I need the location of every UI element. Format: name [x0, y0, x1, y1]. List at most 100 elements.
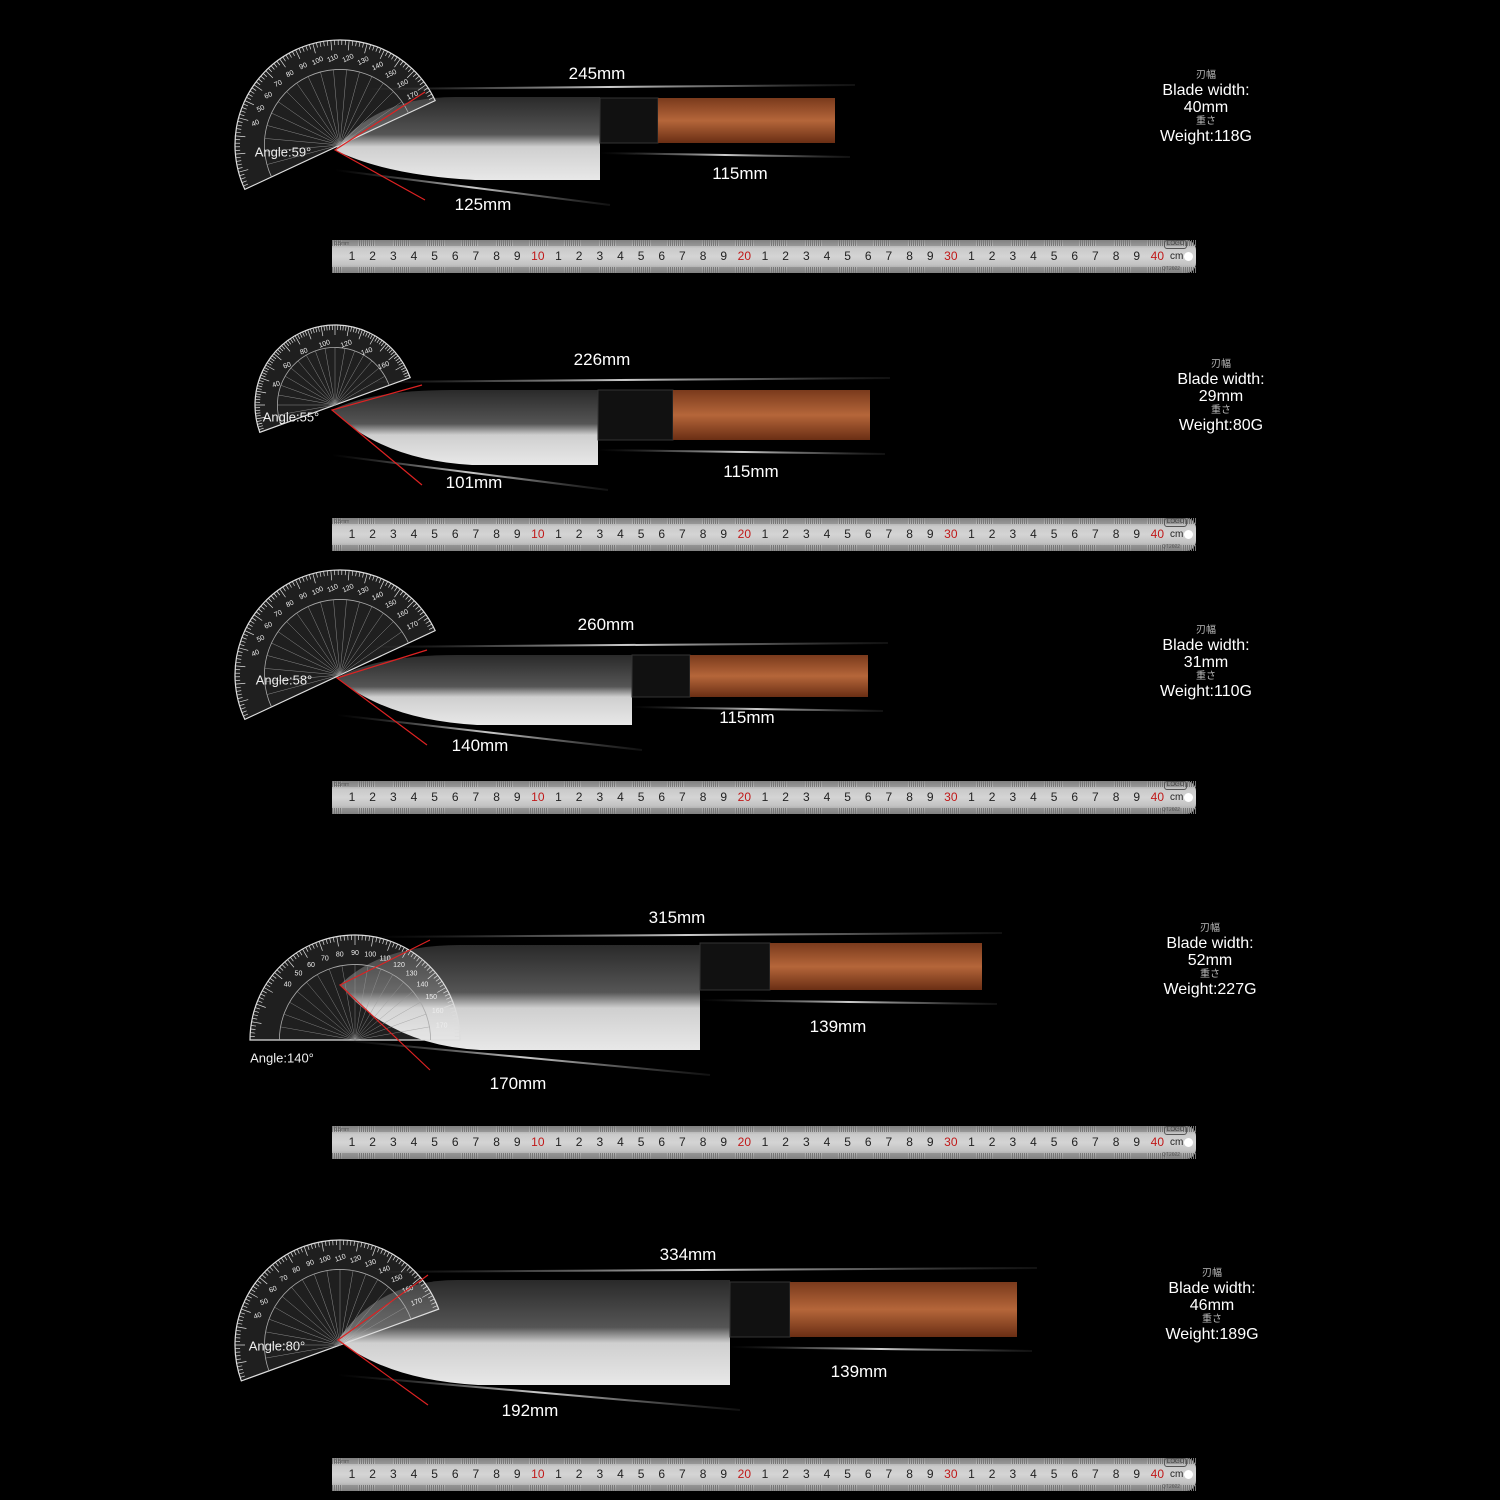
protractor-ray	[265, 1344, 341, 1359]
protractor-tick	[299, 332, 303, 338]
handle-length-label: 139mm	[830, 1362, 888, 1381]
protractor-tick	[305, 575, 308, 581]
protractor-tick	[258, 996, 264, 1000]
ruler-number: 6	[1071, 249, 1079, 263]
ruler-number: 6	[864, 790, 872, 804]
protractor-tick	[326, 570, 329, 576]
protractor-tick	[238, 1368, 244, 1371]
protractor-tick	[236, 693, 242, 696]
blade-length-line	[339, 1039, 711, 1076]
protractor-tick	[409, 1269, 414, 1274]
protractor-tick	[236, 690, 242, 692]
ruler-hole	[1184, 793, 1193, 802]
protractor-tick	[287, 1253, 293, 1263]
protractor-tick	[318, 326, 320, 332]
ruler-number: 5	[431, 790, 438, 804]
ruler-number: 9	[1133, 249, 1141, 263]
ruler-logo: LOGO	[1164, 781, 1188, 790]
ruler-number: 4	[617, 527, 624, 541]
protractor-tick	[312, 328, 315, 334]
protractor-tick	[318, 941, 323, 951]
ruler-number: 7	[885, 249, 893, 263]
ruler-number: 2	[369, 790, 376, 804]
ruler-ticks-bottom	[332, 267, 1196, 273]
ruler-number: 5	[1050, 1467, 1058, 1481]
protractor-tick	[355, 41, 357, 47]
protractor-tick	[265, 984, 271, 988]
ruler-number: 9	[720, 1135, 728, 1149]
protractor-tick	[273, 353, 282, 361]
protractor-tick	[264, 1271, 269, 1276]
ruler-number: 7	[472, 249, 480, 263]
protractor-tick	[368, 44, 372, 50]
protractor-tick	[307, 329, 312, 340]
ruler-number: 9	[720, 527, 728, 541]
protractor-tick	[275, 351, 280, 356]
ruler-number: 6	[658, 790, 666, 804]
protractor-tick	[335, 1240, 337, 1246]
protractor-tick	[261, 372, 267, 375]
protractor-tick	[235, 672, 241, 674]
protractor-tick	[302, 331, 305, 337]
ruler-number: 8	[699, 249, 707, 263]
ruler-number: 5	[637, 249, 645, 263]
protractor-tick	[239, 173, 245, 177]
protractor-tick	[337, 40, 339, 46]
protractor-tick	[407, 67, 412, 73]
angle-label: Angle:80°	[248, 1338, 306, 1354]
ruler-number: 2	[988, 249, 996, 263]
protractor-tick	[287, 959, 295, 968]
blade-length-line	[337, 1374, 741, 1411]
protractor-degree: 80	[292, 1266, 302, 1275]
ruler-number: 2	[575, 1467, 583, 1481]
handle-length-label: 115mm	[712, 164, 768, 183]
protractor-tick	[405, 65, 410, 70]
protractor-tick	[425, 100, 436, 106]
protractor-ray	[315, 350, 336, 406]
ruler-number: 30	[944, 527, 958, 541]
protractor-tick	[244, 184, 255, 190]
protractor-ray	[264, 138, 341, 146]
protractor-degree: 90	[306, 1259, 316, 1268]
protractor-tick	[284, 1255, 288, 1261]
protractor-ray	[271, 642, 341, 676]
protractor-tick	[302, 576, 305, 582]
protractor-tick	[242, 1305, 248, 1308]
protractor-ray	[339, 1296, 399, 1346]
protractor-tick	[292, 954, 297, 960]
protractor-tick	[256, 1003, 266, 1008]
protractor-degree: 60	[264, 91, 274, 101]
protractor-tick	[302, 948, 308, 958]
protractor-degree: 170	[436, 1023, 448, 1030]
ruler-number: 6	[1071, 527, 1079, 541]
protractor-ray	[339, 82, 384, 146]
blade-width-label: Blade width:	[1162, 637, 1250, 654]
ruler-logo: LOGO	[1164, 518, 1188, 527]
protractor-tick	[325, 938, 328, 944]
protractor-tick	[294, 335, 301, 345]
protractor-tick	[241, 637, 247, 640]
protractor-tick	[319, 571, 322, 577]
blade-width-jp: 刃幅	[1196, 70, 1216, 81]
ruler-number: 7	[1092, 527, 1099, 541]
ruler-number: 6	[658, 249, 666, 263]
protractor-degree: 150	[384, 599, 398, 610]
protractor-tick	[259, 1277, 268, 1285]
protractor-tick	[261, 1274, 266, 1279]
ruler-number: 4	[823, 249, 831, 263]
ruler-number: 7	[472, 1135, 480, 1149]
protractor-tick	[280, 1257, 285, 1263]
protractor-tick	[328, 1240, 330, 1246]
protractor-tick	[253, 1010, 259, 1013]
protractor-ray	[291, 1286, 341, 1346]
ruler-ticks-bottom	[332, 808, 1196, 814]
blade	[337, 655, 632, 725]
protractor-tick	[360, 1242, 363, 1248]
ruler-unit: cm	[1170, 529, 1184, 540]
protractor-tick	[235, 676, 241, 678]
protractor-ray	[277, 631, 341, 676]
total-length-line	[367, 1267, 1038, 1273]
protractor-degree: 150	[384, 69, 398, 80]
